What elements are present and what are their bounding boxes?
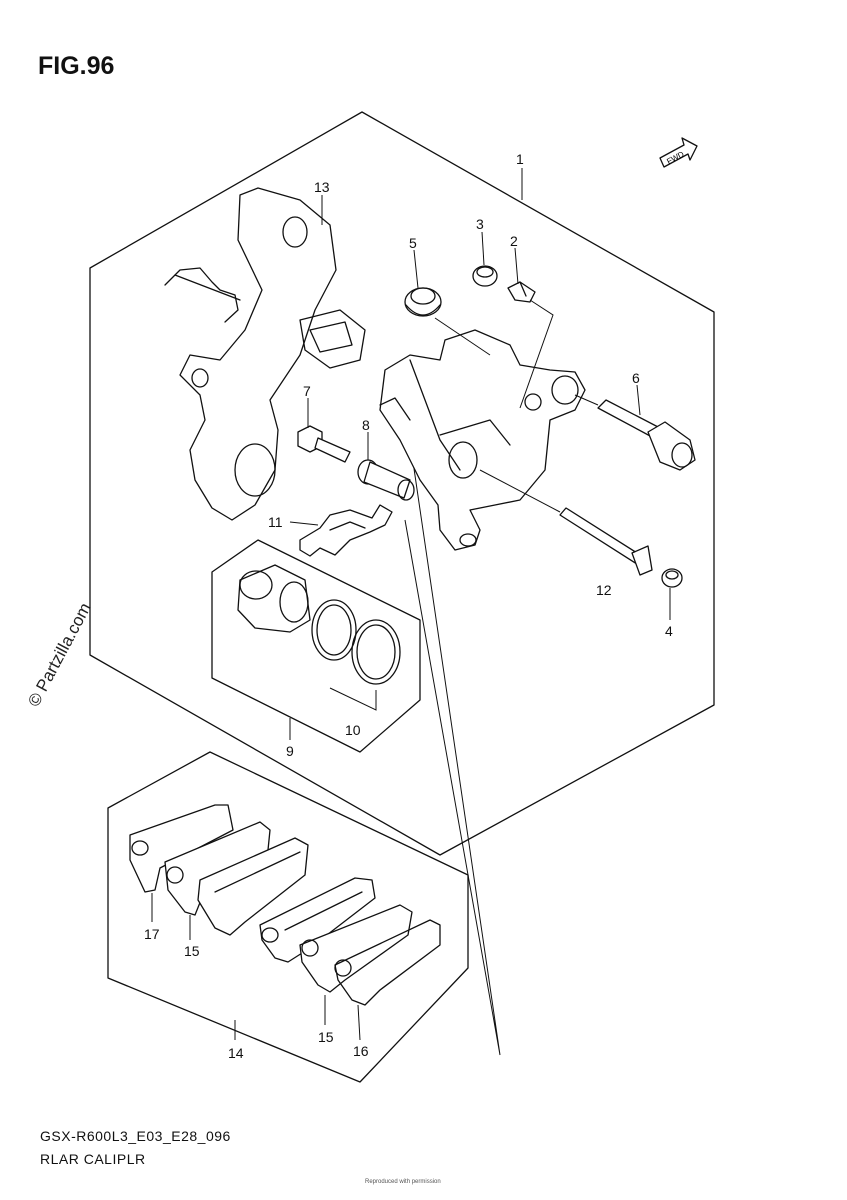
caliper-body <box>379 329 586 551</box>
diagram-code: GSX-R600L3_E03_E28_096 <box>40 1128 231 1144</box>
shim-right <box>334 919 441 1006</box>
boot <box>404 287 442 317</box>
plug <box>661 568 683 588</box>
bolt <box>297 425 351 463</box>
callout-10: 10 <box>345 722 361 738</box>
pad-spring <box>299 504 393 557</box>
leader-3 <box>481 231 485 266</box>
mounting-pin <box>574 394 696 471</box>
callout-13: 13 <box>314 179 330 195</box>
sleeve <box>357 459 415 501</box>
figure-title: FIG.96 <box>38 52 115 80</box>
callout-2: 2 <box>510 233 518 249</box>
leader-6 <box>636 384 641 416</box>
fine-print: Reproduced with permission <box>365 1179 441 1185</box>
callout-9: 9 <box>286 743 294 759</box>
leader-16 <box>357 1004 361 1041</box>
callout-12: 12 <box>596 582 612 598</box>
callout-14: 14 <box>228 1045 244 1061</box>
caliper-bracket <box>164 187 366 521</box>
dust-seal <box>351 619 401 685</box>
leader-11 <box>289 521 319 526</box>
callout-3: 3 <box>476 216 484 232</box>
piston-seal <box>311 599 357 661</box>
pad-plate-right <box>299 904 413 993</box>
callout-16: 16 <box>353 1043 369 1059</box>
caliper-assembly-outline <box>89 111 715 856</box>
slide-pin <box>479 469 653 576</box>
callout-4: 4 <box>665 623 673 639</box>
piston-kit-outline <box>211 539 421 753</box>
fwd-arrow-icon: FWD <box>659 137 698 168</box>
callout-8: 8 <box>362 417 370 433</box>
shim-left <box>129 804 234 893</box>
callout-5: 5 <box>409 235 417 251</box>
bleeder-valve <box>507 281 536 303</box>
boot-leader <box>434 317 491 356</box>
seal-leader <box>329 687 377 711</box>
callout-17: 17 <box>144 926 160 942</box>
pad-leader-lines <box>404 454 501 1056</box>
bleeder-leader <box>519 299 554 409</box>
callout-7: 7 <box>303 383 311 399</box>
callout-11: 11 <box>268 514 283 530</box>
diagram-name: RLAR CALIPLR <box>40 1151 146 1167</box>
leader-5 <box>413 249 419 289</box>
piston <box>237 564 311 633</box>
brake-pad-left <box>197 837 309 936</box>
bleeder-cap <box>472 265 498 287</box>
callout-15-left: 15 <box>184 943 200 959</box>
leader-2 <box>514 247 519 285</box>
callout-1: 1 <box>516 151 524 167</box>
callout-15-right: 15 <box>318 1029 334 1045</box>
callout-6: 6 <box>632 370 640 386</box>
